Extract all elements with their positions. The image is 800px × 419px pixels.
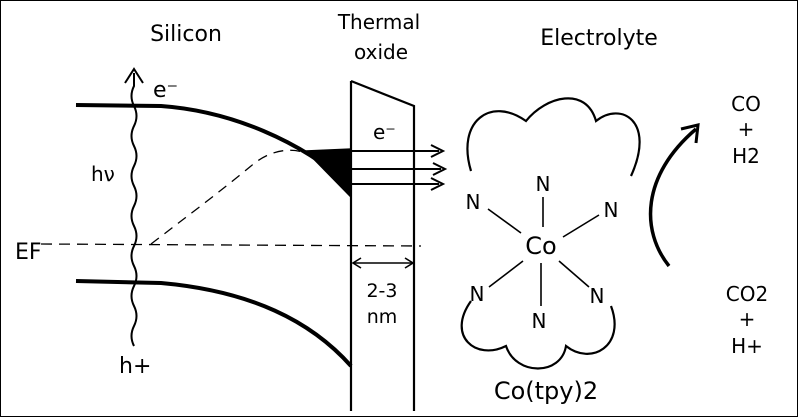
- product-plus: +: [738, 117, 755, 141]
- title-silicon: Silicon: [150, 22, 222, 47]
- bond: [562, 214, 600, 238]
- conduction-band: [75, 103, 353, 188]
- quasi-fermi-level: [150, 149, 307, 245]
- fermi-label: EF: [15, 240, 42, 265]
- electron-label-top: e⁻: [153, 78, 178, 103]
- title-electrolyte: Electrolyte: [540, 26, 658, 51]
- product-co: CO: [731, 92, 761, 116]
- reactant-h: H+: [731, 334, 763, 358]
- arrow-left-icon: [351, 257, 362, 269]
- arrow-right-icon: [430, 144, 446, 158]
- nitrogen-atom: N: [532, 309, 547, 333]
- ligand-loop-bottom: [460, 300, 616, 370]
- hv-label: hν: [91, 162, 115, 186]
- arrow-right-icon: [432, 162, 448, 176]
- nitrogen-atom: N: [470, 282, 485, 306]
- reactant-co2: CO2: [726, 282, 768, 306]
- nitrogen-atom: N: [604, 198, 619, 222]
- title-thermal: Thermal: [337, 10, 420, 34]
- hole-label: h+: [119, 354, 151, 379]
- arrow-up-right-icon: [680, 123, 700, 144]
- arrow-right-icon: [404, 257, 415, 269]
- thickness-value: 2-3: [366, 280, 397, 302]
- valence-band: [75, 279, 353, 368]
- trapped-electrons: [304, 148, 352, 199]
- arrow-right-icon: [430, 177, 446, 191]
- up-arrow-icon: [124, 67, 144, 84]
- oxide-barrier-right: [350, 79, 416, 411]
- electron-label-tunnel: e⁻: [373, 120, 396, 144]
- complex-name: Co(tpy)2: [494, 377, 598, 405]
- cobalt-atom: Co: [525, 232, 556, 260]
- nitrogen-atom: N: [466, 190, 481, 214]
- nitrogen-atom: N: [590, 284, 605, 308]
- ligand-loop-top: [466, 97, 641, 177]
- product-h2: H2: [732, 144, 760, 168]
- reaction-arrow: [648, 127, 698, 268]
- bond: [558, 260, 590, 288]
- title-oxide: oxide: [354, 40, 408, 64]
- bond: [487, 208, 522, 234]
- photon-wave: [130, 73, 138, 347]
- fermi-level-line: [40, 243, 422, 247]
- nitrogen-atom: N: [536, 172, 551, 196]
- bond: [488, 260, 524, 288]
- reactant-plus: +: [739, 307, 756, 331]
- thickness-unit: nm: [367, 306, 398, 328]
